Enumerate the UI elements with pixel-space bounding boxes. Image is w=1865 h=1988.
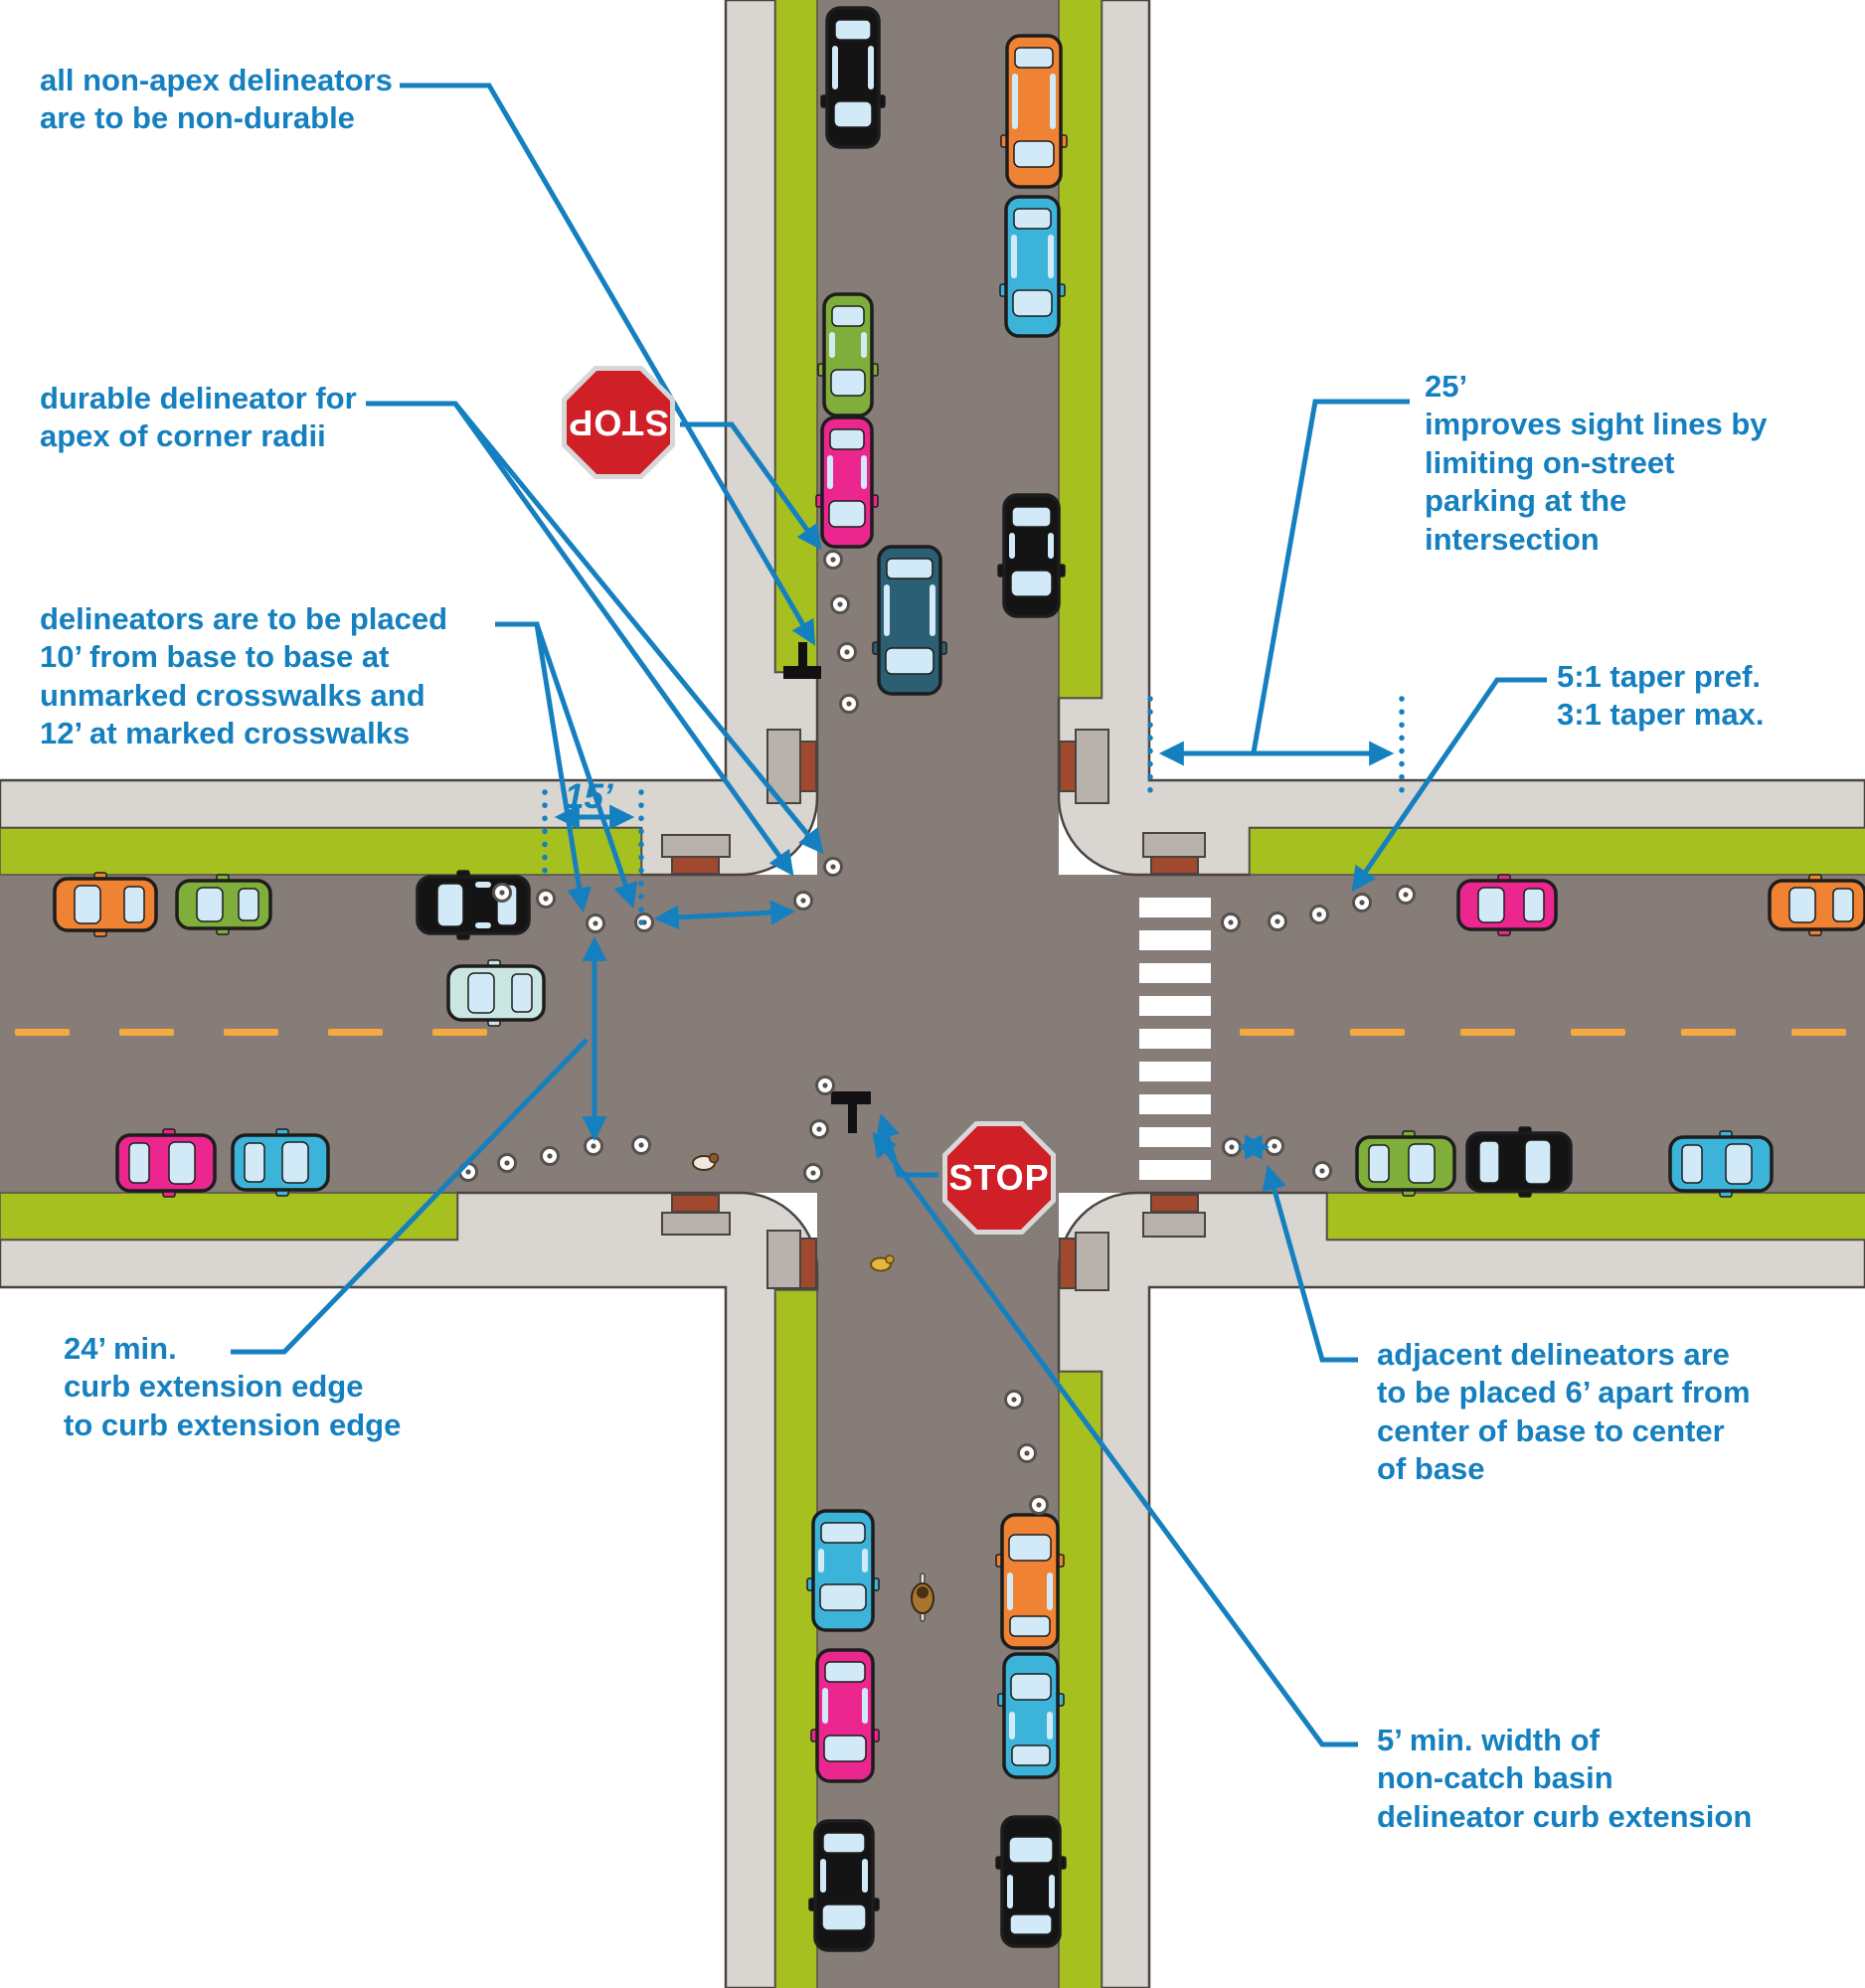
leader-apex-b bbox=[453, 402, 824, 855]
car-green bbox=[175, 874, 272, 935]
annotation-sightlines: 25’ improves sight lines by limiting on-… bbox=[1425, 369, 1768, 557]
durable-apex-delineators bbox=[783, 642, 871, 1133]
crosswalk bbox=[1139, 898, 1211, 1180]
apex-delineator-north bbox=[783, 666, 821, 679]
car-black bbox=[416, 870, 531, 940]
sidewalk-sw bbox=[0, 1191, 819, 1988]
annotation-5min: 5’ min. width of non-catch basin delinea… bbox=[1377, 1723, 1753, 1834]
cyclist bbox=[911, 1573, 934, 1622]
car-pink bbox=[1456, 874, 1558, 936]
car-black bbox=[1465, 1126, 1573, 1198]
car-cyan bbox=[1668, 1130, 1774, 1198]
stop-sign-label: STOP bbox=[948, 1157, 1050, 1198]
leader-taper bbox=[1351, 677, 1547, 893]
car-cyan bbox=[806, 1509, 880, 1632]
center-line-dashes bbox=[15, 1029, 1846, 1036]
car-green bbox=[1355, 1130, 1456, 1197]
stop-sign-north: STOP bbox=[562, 366, 675, 479]
sidewalk-se bbox=[1057, 1191, 1865, 1988]
apex-delineator-south bbox=[831, 1091, 871, 1104]
dim-10ft-arrow bbox=[653, 900, 796, 930]
car-cyan bbox=[231, 1128, 330, 1197]
leader-stop-south bbox=[875, 1113, 938, 1178]
car-orange bbox=[53, 872, 158, 937]
car-pink bbox=[815, 415, 879, 549]
annotation-adjacent: adjacent delineators are to be placed 6’… bbox=[1377, 1337, 1751, 1487]
car-cyan bbox=[997, 1652, 1065, 1779]
stop-sign-label: STOP bbox=[568, 403, 669, 443]
leader-lines bbox=[231, 83, 1547, 1747]
car-orange bbox=[1768, 874, 1865, 936]
annotation-non-apex: all non-apex delineators are to be non-d… bbox=[40, 63, 393, 136]
dimension-dotted-lines bbox=[542, 696, 1405, 925]
leader-25ft bbox=[1251, 399, 1410, 753]
dog-east bbox=[870, 1254, 895, 1272]
curb-ramps bbox=[661, 729, 1206, 1291]
car-pink bbox=[810, 1648, 880, 1783]
stop-sign-south: STOP bbox=[942, 1121, 1056, 1235]
annotation-apex: durable delineator for apex of corner ra… bbox=[40, 381, 357, 454]
annotation-24min: 24’ min. curb extension edge to curb ext… bbox=[64, 1331, 402, 1442]
car-black bbox=[808, 1819, 880, 1952]
leader-24min bbox=[231, 1038, 589, 1355]
leader-non-apex bbox=[400, 83, 816, 646]
annotation-15ft: 15’ bbox=[565, 777, 613, 816]
car-black bbox=[820, 6, 886, 149]
car-pink bbox=[115, 1128, 217, 1198]
leader-adjacent bbox=[1262, 1164, 1358, 1363]
car-black bbox=[995, 1815, 1067, 1948]
annotation-taper: 5:1 taper pref. 3:1 taper max. bbox=[1557, 659, 1765, 733]
leader-spacing-b bbox=[534, 623, 638, 909]
car-black bbox=[997, 493, 1066, 618]
dimension-arrows bbox=[554, 741, 1395, 1160]
leader-stop-north bbox=[680, 421, 822, 551]
cars bbox=[53, 6, 1865, 1952]
car-ltcyan bbox=[446, 959, 546, 1027]
car-orange bbox=[995, 1513, 1065, 1650]
car-cyan bbox=[999, 195, 1066, 338]
car-green bbox=[817, 292, 879, 417]
delineator-dots bbox=[458, 550, 1416, 1515]
annotation-spacing: delineators are to be placed 10’ from ba… bbox=[40, 601, 448, 751]
leader-5min bbox=[872, 1131, 1358, 1747]
car-orange bbox=[1000, 34, 1068, 189]
car-teal bbox=[872, 545, 947, 696]
dog-west bbox=[692, 1152, 720, 1171]
